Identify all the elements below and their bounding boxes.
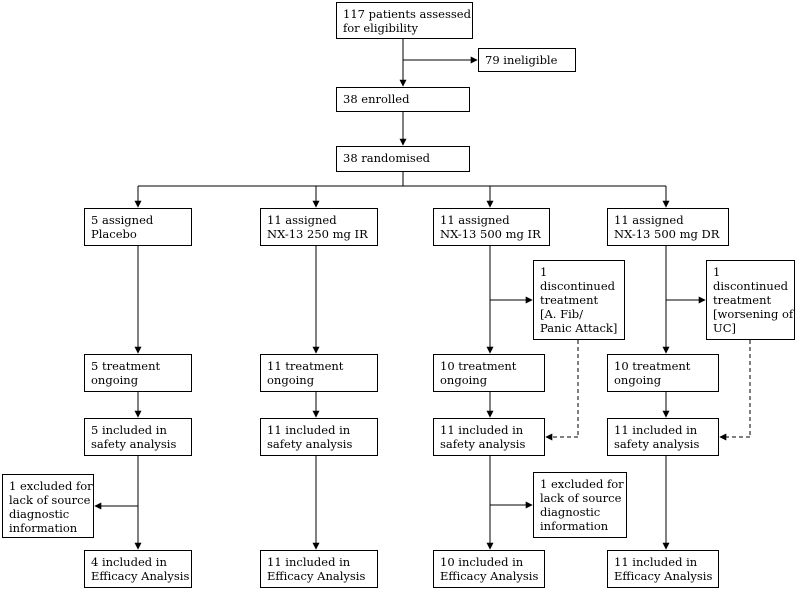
arm1-assigned-line-2: Placebo [91, 227, 137, 241]
arm3-excluded-box: 1 excluded for lack of source diagnostic… [533, 472, 627, 538]
arm4-safety-line-1: 11 included in [614, 423, 698, 437]
arm3-discontinued-line-1: 1 [540, 265, 548, 279]
arm4-discontinued-line-2: discontinued [713, 279, 788, 293]
arm1-ongoing-line-1: 5 treatment [91, 359, 161, 373]
arm3-discontinued-line-5: Panic Attack] [540, 321, 618, 335]
arm1-excluded-line-1: 1 excluded for [9, 479, 93, 493]
arm1-safety-box: 5 included in safety analysis [84, 418, 192, 456]
arm3-discontinued-line-2: discontinued [540, 279, 615, 293]
arm3-excluded-line-3: diagnostic [540, 505, 601, 519]
arm3-excluded-line-2: lack of source [540, 491, 622, 505]
arm1-efficacy-line-2: Efficacy Analysis [91, 569, 190, 583]
arm3-safety-line-1: 11 included in [440, 423, 524, 437]
arm2-assigned-box: 11 assigned NX-13 250 mg IR [260, 208, 378, 246]
arm1-assigned-line-1: 5 assigned [91, 213, 154, 227]
ineligible-box: 79 ineligible [478, 48, 576, 72]
arm3-safety-line-2: safety analysis [440, 437, 526, 451]
arm3-ongoing-line-2: ongoing [440, 373, 488, 387]
arm1-excluded-line-4: information [9, 521, 78, 535]
arm2-ongoing-line-1: 11 treatment [267, 359, 344, 373]
arm2-ongoing-line-2: ongoing [267, 373, 315, 387]
assessed-line-1: 117 patients assessed [343, 7, 471, 21]
arm1-assigned-box: 5 assigned Placebo [84, 208, 192, 246]
randomised-box: 38 randomised [336, 146, 470, 172]
arm4-discontinued-line-5: UC] [713, 321, 736, 335]
arm3-discontinued-box: 1 discontinued treatment [A. Fib/ Panic … [533, 260, 625, 340]
arm2-efficacy-box: 11 included in Efficacy Analysis [260, 550, 378, 588]
arm1-excluded-box: 1 excluded for lack of source diagnostic… [2, 474, 94, 538]
arm2-efficacy-line-1: 11 included in [267, 555, 351, 569]
enrolled-box: 38 enrolled [336, 87, 470, 112]
arm2-ongoing-box: 11 treatment ongoing [260, 354, 378, 392]
arm1-safety-line-2: safety analysis [91, 437, 177, 451]
arm3-efficacy-line-1: 10 included in [440, 555, 524, 569]
arm3-discontinued-line-4: [A. Fib/ [540, 307, 583, 321]
arm3-excluded-line-4: information [540, 519, 609, 533]
arm4-ongoing-line-1: 10 treatment [614, 359, 691, 373]
arm4-safety-line-2: safety analysis [614, 437, 700, 451]
ineligible-line-1: 79 ineligible [485, 53, 558, 67]
arm1-efficacy-line-1: 4 included in [91, 555, 167, 569]
arm1-efficacy-box: 4 included in Efficacy Analysis [84, 550, 192, 588]
arm1-excluded-line-2: lack of source [9, 493, 91, 507]
arm3-assigned-line-1: 11 assigned [440, 213, 510, 227]
arm2-safety-line-1: 11 included in [267, 423, 351, 437]
arm2-safety-box: 11 included in safety analysis [260, 418, 378, 456]
arm3-discontinued-line-3: treatment [540, 293, 599, 307]
arm4-ongoing-line-2: ongoing [614, 373, 662, 387]
arm1-ongoing-box: 5 treatment ongoing [84, 354, 192, 392]
enrolled-line-1: 38 enrolled [343, 92, 410, 106]
arm3-excluded-line-1: 1 excluded for [540, 477, 624, 491]
arm4-discontinued-line-1: 1 [713, 265, 721, 279]
assessed-box: 117 patients assessed for eligibility [336, 2, 473, 39]
arm1-excluded-line-3: diagnostic [9, 507, 70, 521]
arm2-assigned-line-2: NX-13 250 mg IR [267, 227, 368, 241]
arm4-assigned-line-2: NX-13 500 mg DR [614, 227, 720, 241]
arm4-efficacy-box: 11 included in Efficacy Analysis [607, 550, 719, 588]
arm3-efficacy-box: 10 included in Efficacy Analysis [433, 550, 545, 588]
arm3-ongoing-line-1: 10 treatment [440, 359, 517, 373]
arm3-assigned-box: 11 assigned NX-13 500 mg IR [433, 208, 550, 246]
arm4-ongoing-box: 10 treatment ongoing [607, 354, 719, 392]
arm1-ongoing-line-2: ongoing [91, 373, 139, 387]
arm4-efficacy-line-1: 11 included in [614, 555, 698, 569]
arm4-discontinued-box: 1 discontinued treatment [worsening of U… [706, 260, 795, 340]
arm2-efficacy-line-2: Efficacy Analysis [267, 569, 366, 583]
assessed-line-2: for eligibility [343, 21, 419, 35]
arm2-safety-line-2: safety analysis [267, 437, 353, 451]
arm4-assigned-box: 11 assigned NX-13 500 mg DR [607, 208, 729, 246]
arm4-discontinued-line-3: treatment [713, 293, 772, 307]
arm2-assigned-line-1: 11 assigned [267, 213, 337, 227]
randomised-line-1: 38 randomised [343, 151, 430, 165]
arm3-ongoing-box: 10 treatment ongoing [433, 354, 545, 392]
arm3-safety-box: 11 included in safety analysis [433, 418, 545, 456]
arm4-discontinued-line-4: [worsening of [713, 307, 794, 321]
arm1-safety-line-1: 5 included in [91, 423, 167, 437]
arm4-assigned-line-1: 11 assigned [614, 213, 684, 227]
arm3-efficacy-line-2: Efficacy Analysis [440, 569, 539, 583]
arm3-assigned-line-2: NX-13 500 mg IR [440, 227, 541, 241]
arm4-safety-box: 11 included in safety analysis [607, 418, 719, 456]
arm4-efficacy-line-2: Efficacy Analysis [614, 569, 713, 583]
